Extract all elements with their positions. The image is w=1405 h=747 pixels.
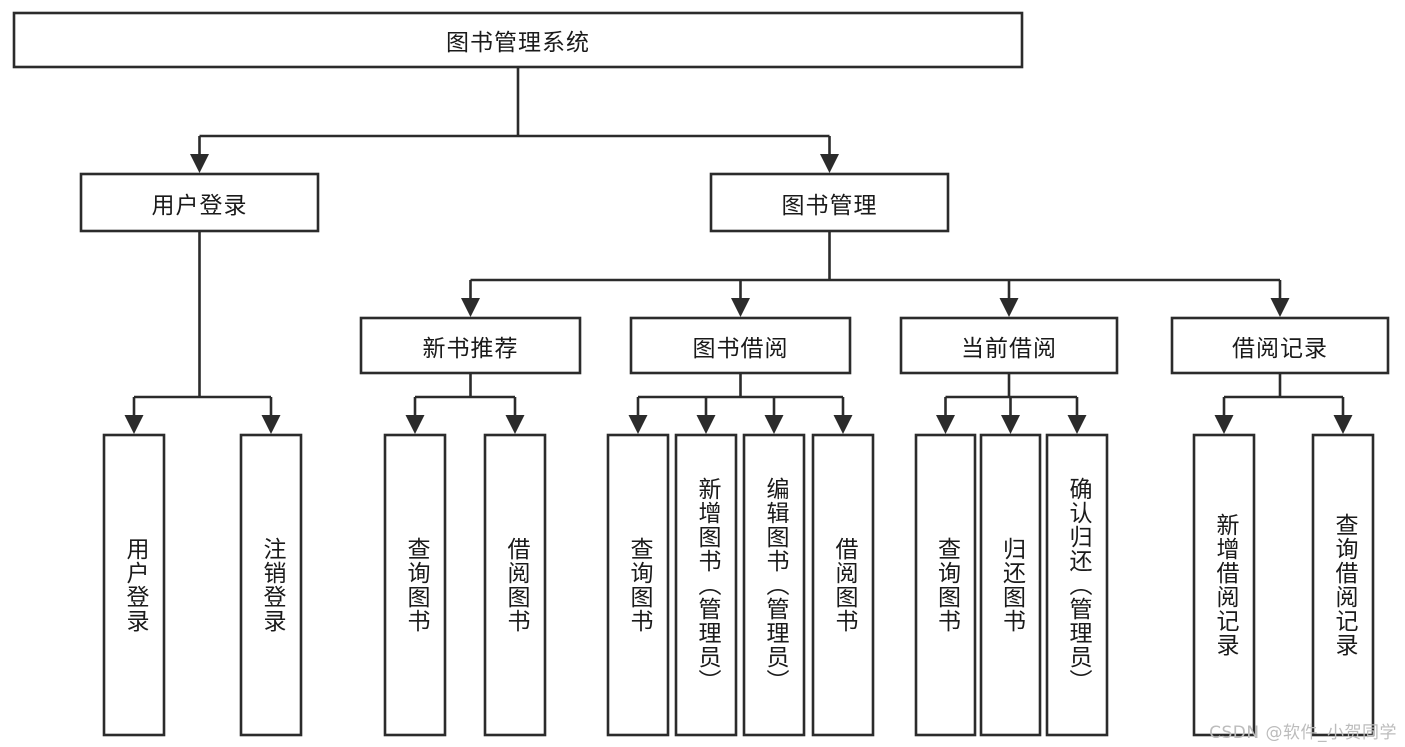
node-box-l2_current[interactable] — [899, 316, 1119, 375]
node-box-l1_user_login[interactable] — [79, 172, 320, 233]
connector-group — [461, 231, 1290, 317]
arrow-head-icon — [261, 415, 281, 434]
arrow-head-icon — [820, 154, 839, 173]
node-layer — [12, 11, 1390, 737]
connector-group — [190, 67, 839, 173]
arrow-head-icon — [461, 298, 480, 317]
node-box-leaf_cur_confirm[interactable] — [1045, 433, 1109, 737]
node-box-l1_book_manage[interactable] — [709, 172, 950, 233]
node-box-leaf_logout[interactable] — [239, 433, 303, 737]
arrow-head-icon — [505, 415, 525, 434]
node-box-leaf_rec_add[interactable] — [1192, 433, 1256, 737]
node-box-leaf_bb_borrow[interactable] — [811, 433, 875, 737]
arrow-head-icon — [833, 415, 853, 434]
arrow-head-icon — [1270, 298, 1290, 317]
arrow-head-icon — [731, 298, 750, 317]
arrow-head-icon — [190, 154, 209, 173]
connector-group — [936, 373, 1087, 434]
connector-group — [628, 373, 853, 434]
arrow-head-icon — [1333, 415, 1353, 434]
node-box-l2_new_book[interactable] — [359, 316, 582, 375]
node-box-leaf_bb_query[interactable] — [606, 433, 670, 737]
arrow-head-icon — [1214, 415, 1234, 434]
arrow-head-icon — [696, 415, 716, 434]
node-box-leaf_rec_query[interactable] — [1311, 433, 1375, 737]
node-box-leaf_cur_return[interactable] — [979, 433, 1042, 737]
arrow-head-icon — [405, 415, 425, 434]
arrow-head-icon — [999, 298, 1019, 317]
arrow-head-icon — [628, 415, 648, 434]
node-box-leaf_bb_add[interactable] — [674, 433, 738, 737]
node-box-leaf_bb_edit[interactable] — [742, 433, 806, 737]
arrow-head-icon — [124, 415, 144, 434]
arrow-head-icon — [1001, 415, 1020, 434]
connector-group — [405, 373, 525, 434]
node-box-leaf_cur_query[interactable] — [914, 433, 977, 737]
connector-layer — [124, 67, 1353, 434]
node-box-leaf_user_login[interactable] — [102, 433, 166, 737]
node-box-l2_borrow[interactable] — [629, 316, 852, 375]
arrow-head-icon — [1067, 415, 1087, 434]
node-box-leaf_nb_query[interactable] — [383, 433, 447, 737]
connector-group — [124, 231, 281, 434]
arrow-head-icon — [936, 415, 955, 434]
node-box-leaf_nb_borrow[interactable] — [483, 433, 547, 737]
arrow-head-icon — [764, 415, 784, 434]
node-box-root[interactable] — [12, 11, 1024, 69]
connector-group — [1214, 373, 1353, 434]
node-box-l2_record[interactable] — [1170, 316, 1390, 375]
